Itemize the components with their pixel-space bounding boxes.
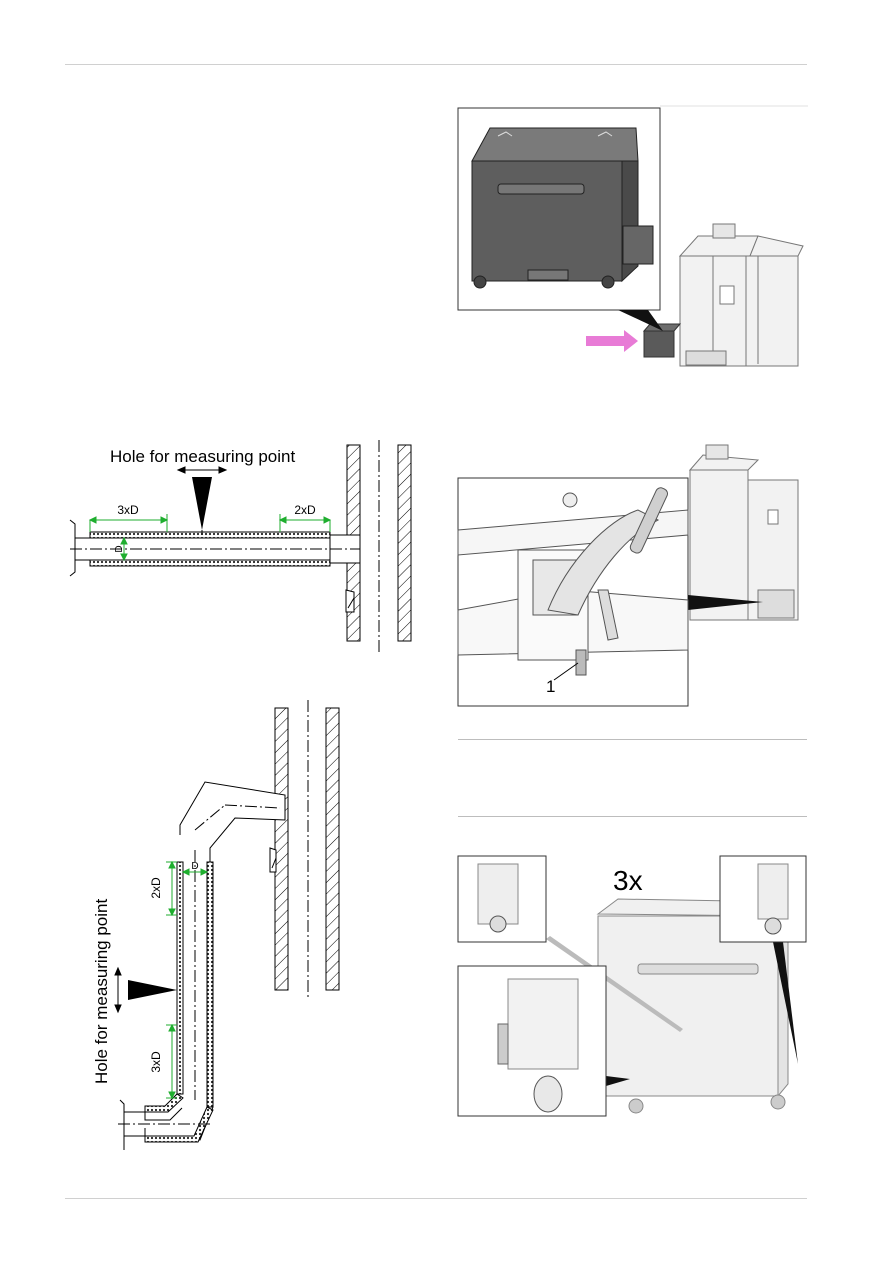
flue-pipe-top-wall bbox=[89, 531, 331, 539]
castor-inset-top-left bbox=[457, 855, 547, 943]
dimension-diameter bbox=[120, 536, 128, 562]
callout-number: 1 bbox=[546, 677, 555, 696]
boiler-outlet bbox=[119, 1099, 145, 1150]
chimney-wall-left bbox=[274, 707, 289, 991]
figure-castors: 3x bbox=[457, 855, 807, 1117]
ash-container-large bbox=[471, 127, 654, 289]
footer-rule bbox=[65, 1198, 807, 1199]
dimension-upstream-label: 3xD bbox=[149, 1051, 163, 1073]
castor-inset-bottom-left bbox=[457, 965, 607, 1117]
dimension-diameter-label: D bbox=[191, 861, 198, 872]
count-label: 3x bbox=[613, 865, 643, 896]
callout-pointer-3 bbox=[773, 942, 798, 1064]
dimension-downstream bbox=[278, 514, 332, 532]
dimension-downstream-label: 2xD bbox=[294, 503, 316, 517]
dimension-upstream bbox=[166, 1023, 177, 1100]
boiler-illustration bbox=[678, 223, 804, 367]
slide-arrow-icon bbox=[114, 966, 122, 1014]
dimension-downstream bbox=[166, 860, 177, 917]
ash-container-small bbox=[642, 323, 682, 358]
measuring-point-marker bbox=[128, 980, 177, 1000]
section-rule-bottom bbox=[458, 816, 807, 817]
draught-stabiliser bbox=[345, 589, 355, 613]
section-rule-top bbox=[458, 739, 807, 740]
dimension-upstream bbox=[88, 514, 169, 532]
chimney-wall-right bbox=[325, 707, 340, 991]
dimension-upstream-label: 3xD bbox=[117, 503, 139, 517]
callout-pointer bbox=[688, 595, 763, 610]
flue-pipe-right-wall bbox=[206, 861, 214, 1108]
callout-line bbox=[553, 662, 579, 681]
boiler-illustration bbox=[688, 444, 799, 621]
diagram-vertical-flue: 2xD D 3xD Hole for measuring point bbox=[92, 700, 340, 1150]
flue-pipe-bottom-wall bbox=[89, 559, 331, 567]
ash-container-outline bbox=[596, 898, 789, 1114]
figure-lock-mechanism: 1 bbox=[457, 444, 799, 707]
hole-label-horizontal: Hole for measuring point bbox=[110, 447, 295, 466]
insert-arrow-icon bbox=[586, 330, 638, 352]
dimension-diameter-label: D bbox=[114, 545, 125, 552]
header-rule bbox=[65, 64, 807, 65]
measuring-point-marker bbox=[192, 477, 212, 530]
chimney-wall-right bbox=[397, 444, 412, 642]
boiler-outlet bbox=[69, 519, 90, 577]
hole-label-vertical: Hole for measuring point bbox=[92, 899, 111, 1084]
callout-pointer-1 bbox=[546, 936, 683, 1032]
flue-upper-elbow bbox=[179, 781, 286, 865]
dimension-downstream-label: 2xD bbox=[149, 877, 163, 899]
callout-pointer bbox=[618, 310, 663, 331]
draught-stabiliser bbox=[269, 847, 277, 873]
diagram-horizontal-flue: 3xD 2xD D Hole for measuring point bbox=[69, 440, 412, 655]
dimension-diameter bbox=[181, 868, 209, 876]
figure-ash-container bbox=[457, 105, 808, 367]
castor-inset-top-right bbox=[719, 855, 807, 943]
lock-mechanism bbox=[457, 487, 689, 676]
flue-pipe-left-wall bbox=[176, 861, 184, 1095]
callout-pointer-2 bbox=[606, 1076, 630, 1086]
slide-arrow-icon bbox=[176, 466, 228, 474]
